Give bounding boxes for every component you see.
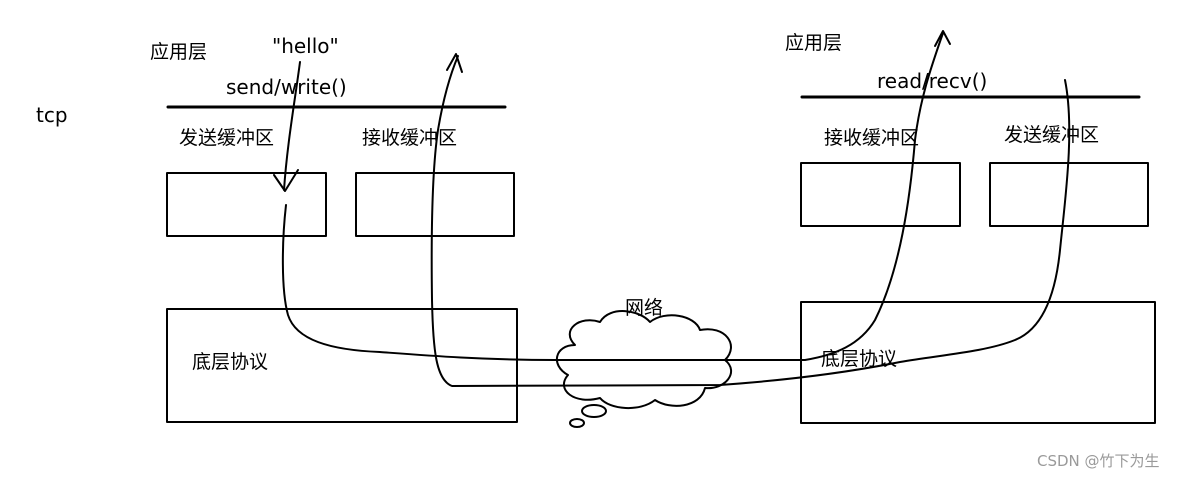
left-send-buffer-label: 发送缓冲区 [179,127,275,149]
left-app-layer-label: 应用层 [150,41,208,63]
right-app-layer-label: 应用层 [785,32,843,54]
send-flow-curve [281,32,944,361]
network-label: 网络 [625,297,664,319]
send-flow-arrowhead-down [273,169,299,192]
right-recv-buffer-label: 接收缓冲区 [824,127,920,149]
right-send-buffer-box [989,162,1149,227]
send-write-label: send/write() [226,75,347,99]
send-flow-arrowhead-up [934,30,951,47]
read-recv-label: read/recv() [877,69,988,93]
right-recv-buffer-box [800,162,961,227]
network-cloud [556,310,733,410]
left-send-buffer-box [166,172,327,237]
cloud-bubble-small [569,418,585,428]
left-recv-buffer-box [355,172,515,237]
right-protocol-box [800,301,1156,424]
right-send-buffer-label: 发送缓冲区 [1004,124,1100,146]
reverse-flow-arrowhead-up [446,53,463,73]
right-protocol-label: 底层协议 [821,348,898,370]
watermark: CSDN @竹下为生 [1037,452,1160,470]
left-recv-buffer-label: 接收缓冲区 [362,127,458,149]
hello-label: "hello" [272,34,339,58]
cloud-bubble-large [581,404,607,418]
left-protocol-box [166,308,518,423]
tcp-label: tcp [36,103,68,127]
left-protocol-label: 底层协议 [192,351,269,373]
reverse-flow-curve [430,55,1071,387]
